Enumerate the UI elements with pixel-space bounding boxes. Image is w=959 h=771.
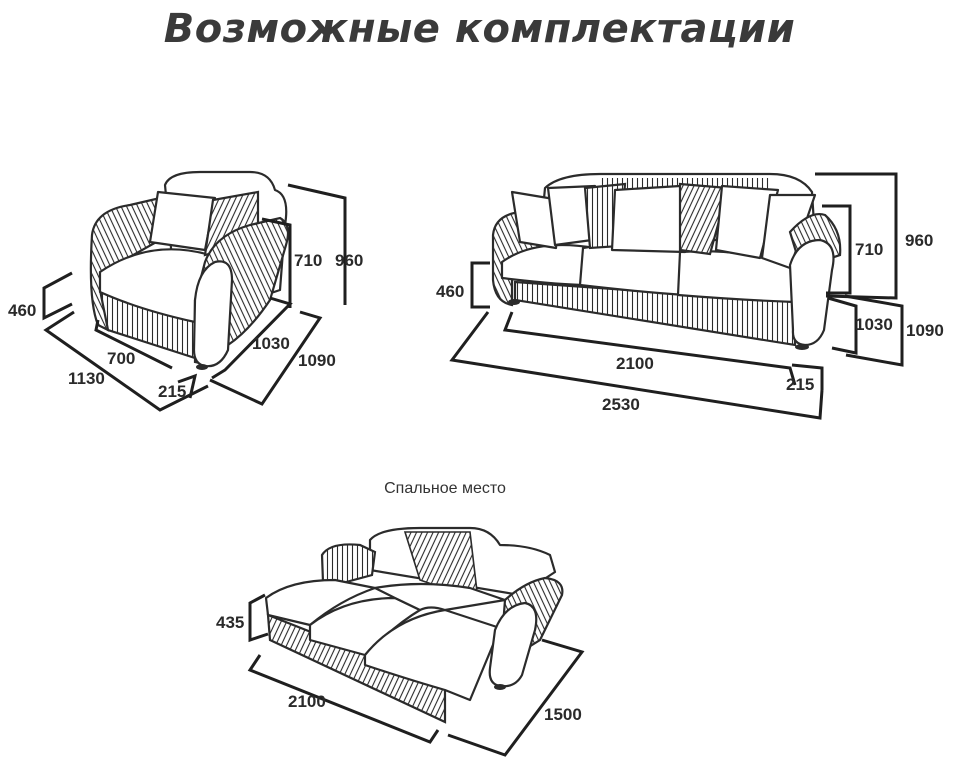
armchair-total-depth: 1090 [298,351,336,370]
sofa-total-height: 960 [905,231,933,250]
sofa-arm-width: 215 [786,375,814,394]
sofa-total-width: 2530 [602,395,640,414]
sofa-seat-depth: 1030 [855,315,893,334]
sofa-seat-width: 2100 [616,354,654,373]
sofa-bed-dimension-lines [247,593,585,757]
armchair-dimension-lines [42,183,347,412]
sofa-bed-height: 435 [216,613,244,632]
armchair-back-height: 710 [294,251,322,270]
armchair-drawing [89,170,290,370]
armchair-seat-depth: 1030 [252,334,290,353]
sofa-bed-dimension-labels: 435 2100 1500 [216,613,582,724]
sofa-dimension-labels: 460 710 960 1030 1090 2100 215 2530 [436,231,944,414]
armchair-dimension-labels: 460 710 960 1030 1090 700 1130 215 [8,251,363,401]
sofa-bed-drawing [264,526,564,724]
armchair-total-height: 960 [335,251,363,270]
sofa-dimension-lines [449,172,904,420]
sofa-bed-width: 1500 [544,705,582,724]
armchair-seat-width: 700 [107,349,135,368]
page-title: Возможные комплектации [163,6,796,52]
armchair-seat-height: 460 [8,301,36,320]
sofa-drawing [491,172,842,350]
sofa-seat-height: 460 [436,282,464,301]
sofa-back-height: 710 [855,240,883,259]
sofa-bed-length: 2100 [288,692,326,711]
sofa-total-depth: 1090 [906,321,944,340]
sleeping-area-caption: Спальное место [384,480,506,497]
armchair-arm-width: 215 [158,382,186,401]
armchair-total-width: 1130 [68,369,105,388]
